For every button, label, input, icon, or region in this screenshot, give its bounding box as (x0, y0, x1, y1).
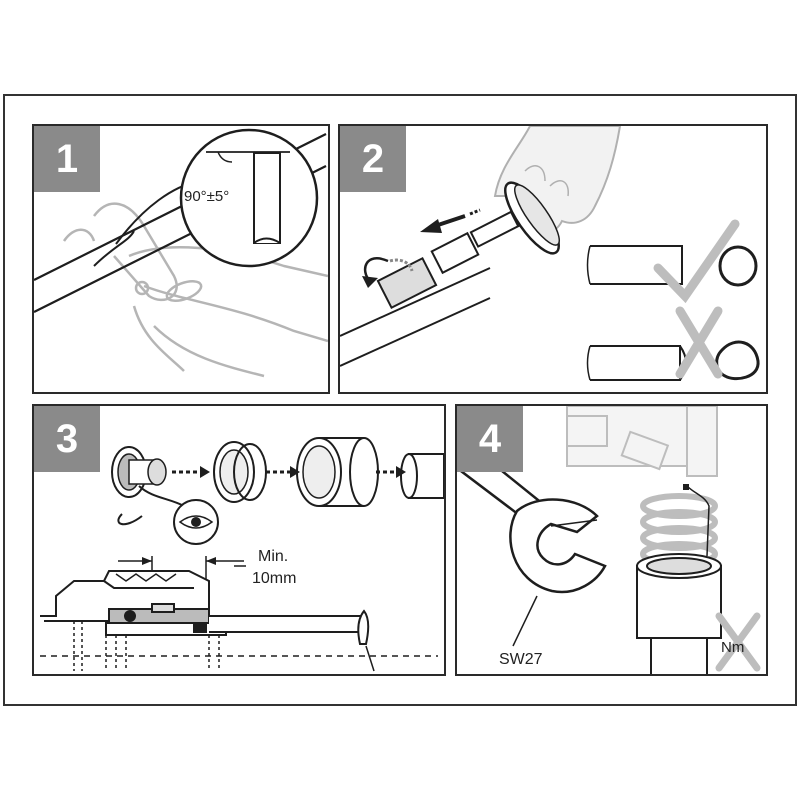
compression-ring (213, 441, 267, 503)
step-2-illustration (340, 126, 760, 381)
torque-label: Nm (721, 639, 744, 656)
step-3-illustration: Min. 10mm (40, 437, 444, 672)
rotate-arrow-icon (117, 513, 143, 526)
cut-angle-detail (206, 151, 290, 244)
step-3-panel: 3 (32, 404, 446, 676)
olive-ring (111, 446, 167, 498)
pipe-with-nut (636, 553, 722, 674)
union-nut (296, 437, 379, 507)
min-value-label: 10mm (252, 570, 296, 587)
correct-pipe-end (586, 219, 758, 304)
no-torque-cross-icon (715, 612, 761, 672)
magnifier-circle (179, 128, 319, 268)
valve-body (566, 406, 718, 477)
step-4-panel: 4 SW27 (455, 404, 768, 676)
pipe-end-part (400, 453, 444, 499)
checkmark-icon (653, 219, 740, 304)
deburring-tool (376, 181, 560, 310)
incorrect-pipe-end (586, 306, 760, 381)
instruction-sheet (3, 94, 797, 706)
step-1-number: 1 (34, 126, 100, 192)
push-arrow (420, 208, 481, 233)
step-4-number: 4 (457, 406, 523, 472)
pipe-cutter-outline (62, 202, 328, 378)
wrench-label-pointer (512, 595, 538, 647)
wrench-size-label: SW27 (499, 651, 543, 668)
angle-label: 90°±5° (184, 188, 229, 205)
pipe-end-arrow (357, 609, 370, 645)
rotate-arrow (362, 257, 414, 288)
step-2-panel: 2 (338, 124, 768, 394)
step-1-panel: 1 90°±5° (32, 124, 330, 394)
step-3-number: 3 (34, 406, 100, 472)
fitting-cross-section (40, 570, 368, 636)
min-label: Min. (258, 548, 288, 565)
step-1-illustration: 90°±5° (34, 128, 328, 378)
step-2-number: 2 (340, 126, 406, 192)
step-4-illustration: SW27 Nm (457, 406, 761, 674)
cross-icon (675, 306, 723, 379)
